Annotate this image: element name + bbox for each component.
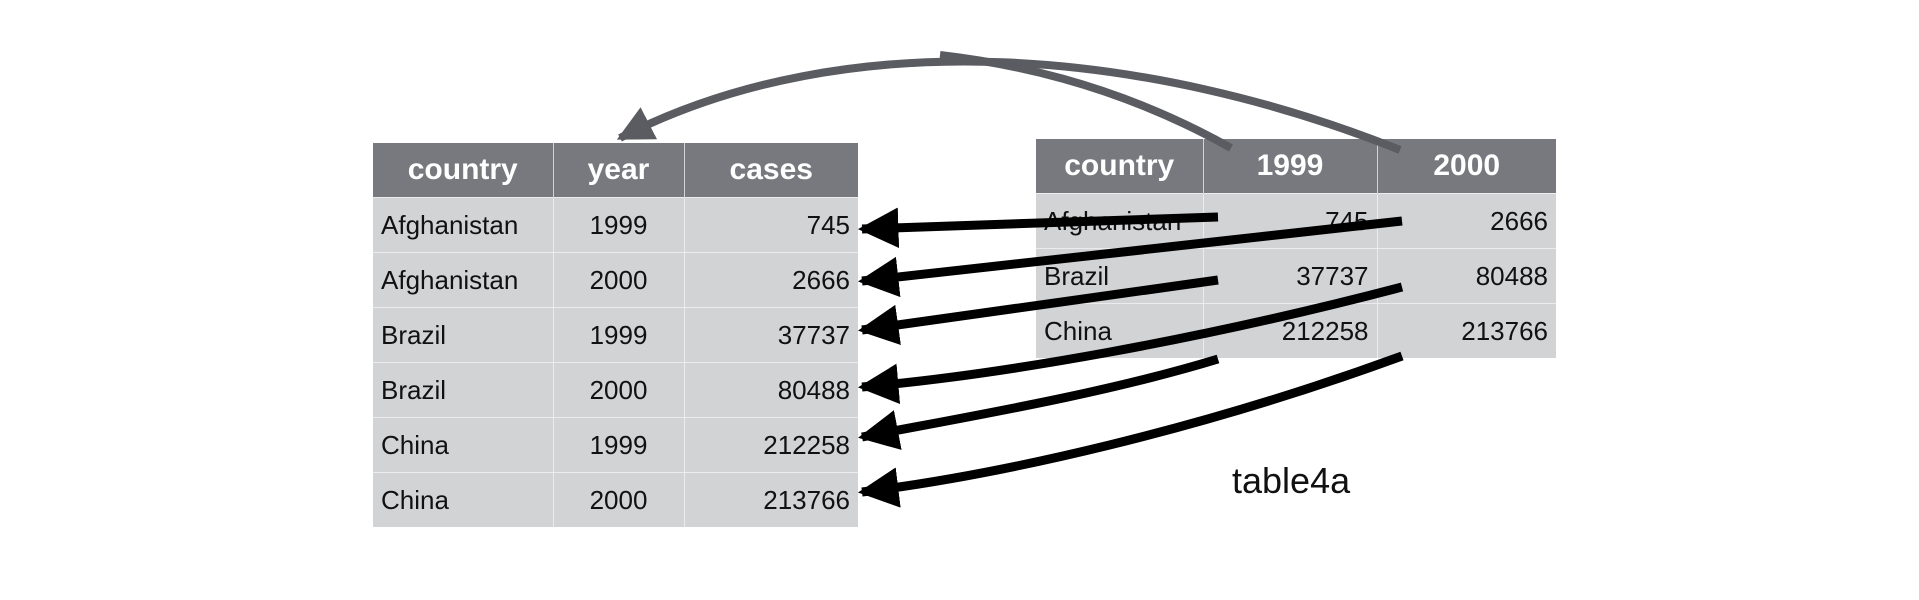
tidy-cell-year: 1999 [553, 197, 685, 253]
tidy-cell-year: 2000 [553, 472, 685, 527]
value-arrow-brazil-2000 [857, 282, 1404, 405]
tidy-cell-country: China [373, 417, 554, 473]
tidy-cell-country: Afghanistan [373, 197, 554, 253]
tidy-cell-year: 1999 [553, 307, 685, 363]
tidy-cell-country: China [373, 472, 554, 527]
table-row: Brazil 1999 37737 [373, 307, 858, 363]
table-caption: table4a [1232, 460, 1351, 501]
table-row: China 2000 213766 [373, 472, 858, 527]
wide-cell-2000: 2666 [1377, 193, 1556, 249]
wide-cell-2000: 213766 [1377, 303, 1556, 358]
tidy-table: country year cases Afghanistan 1999 745 … [373, 143, 858, 527]
value-arrow-afghanistan-1999 [857, 207, 1219, 249]
wide-header-row: country 1999 2000 [1036, 139, 1556, 194]
tidy-cell-cases: 745 [684, 197, 858, 253]
tidy-cell-cases: 37737 [684, 307, 858, 363]
table-row: Afghanistan 745 2666 [1036, 193, 1556, 249]
tidy-cell-cases: 80488 [684, 362, 858, 418]
header-arrow-2000 [616, 57, 1402, 154]
tidy-cell-year: 2000 [553, 252, 685, 308]
tidy-cell-country: Brazil [373, 362, 554, 418]
tidy-cell-year: 2000 [553, 362, 685, 418]
wide-cell-2000: 80488 [1377, 248, 1556, 304]
value-arrow-afghanistan-2000 [857, 216, 1403, 298]
tidy-cell-country: Afghanistan [373, 252, 554, 308]
tidy-header-cases: cases [684, 143, 858, 198]
table-row: Brazil 2000 80488 [373, 362, 858, 418]
tidy-cell-cases: 2666 [684, 252, 858, 308]
value-arrow-china-2000 [857, 351, 1404, 508]
wide-header-2000: 2000 [1377, 139, 1556, 194]
tidy-cell-year: 1999 [553, 417, 685, 473]
tidy-cell-cases: 212258 [684, 417, 858, 473]
tidy-header-country: country [373, 143, 554, 198]
wide-cell-1999: 37737 [1203, 248, 1378, 304]
wide-header-country: country [1036, 139, 1204, 194]
table-row: Afghanistan 2000 2666 [373, 252, 858, 308]
tidy-header-year: year [553, 143, 685, 198]
tidy-header-row: country year cases [373, 143, 858, 198]
table-row: Afghanistan 1999 745 [373, 197, 858, 253]
wide-header-1999: 1999 [1203, 139, 1378, 194]
value-arrow-china-1999 [858, 354, 1220, 450]
tidy-cell-cases: 213766 [684, 472, 858, 527]
table-row: China 1999 212258 [373, 417, 858, 473]
tidy-cell-country: Brazil [373, 307, 554, 363]
value-arrow-brazil-1999 [857, 275, 1219, 345]
